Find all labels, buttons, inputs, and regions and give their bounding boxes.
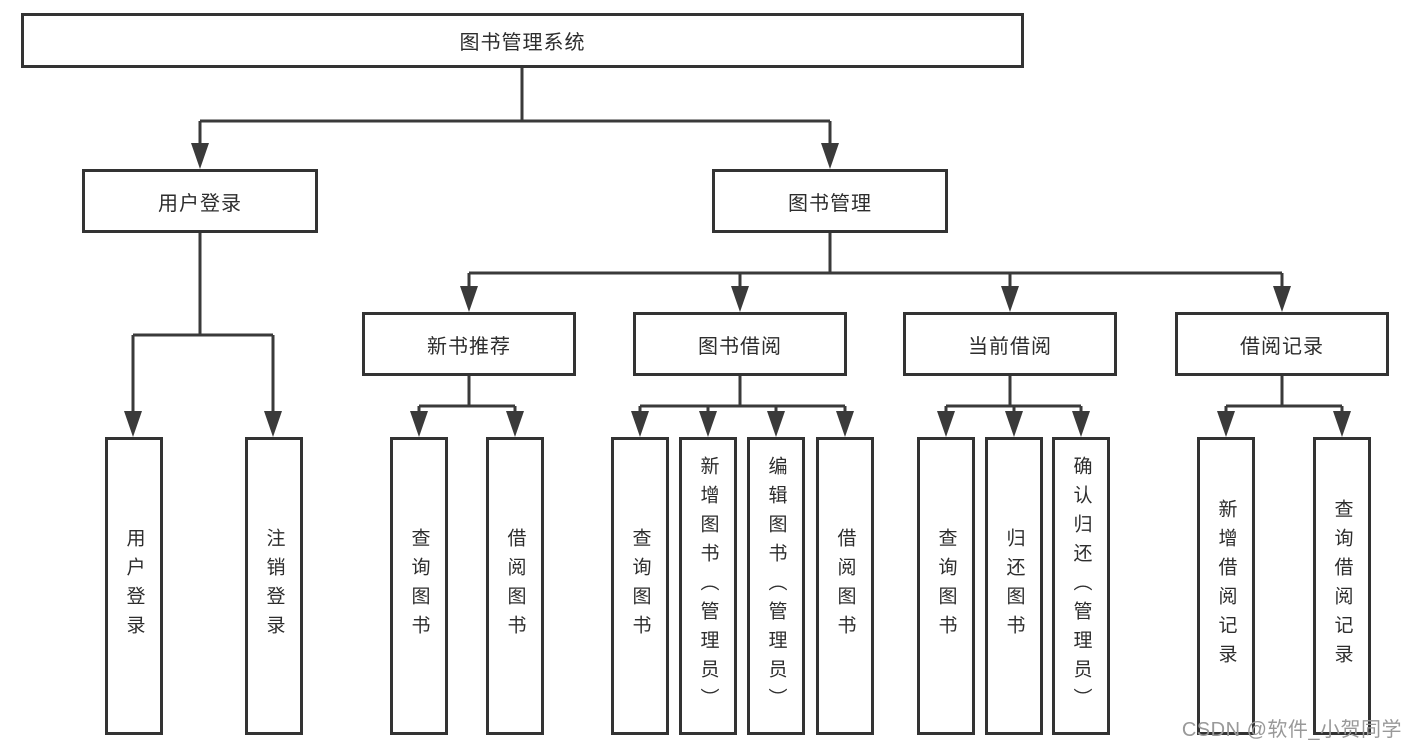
leaf-query-book-recommend: 查询图书: [390, 437, 448, 735]
leaf-borrow-book-label: 借阅图书: [834, 528, 856, 644]
node-book-management: 图书管理: [712, 169, 948, 233]
leaf-confirm-return-admin: 确认归还（管理员）: [1052, 437, 1110, 735]
leaf-borrow-book-recommend-label: 借阅图书: [504, 528, 526, 644]
leaf-edit-book-admin: 编辑图书（管理员）: [747, 437, 805, 735]
leaf-logout-label: 注销登录: [263, 528, 285, 644]
leaf-user-login-label: 用户登录: [123, 528, 145, 644]
node-borrow-records: 借阅记录: [1175, 312, 1389, 376]
leaf-query-book-current-label: 查询图书: [935, 528, 957, 644]
leaf-user-login: 用户登录: [105, 437, 163, 735]
node-current-borrow: 当前借阅: [903, 312, 1117, 376]
leaf-confirm-return-admin-label: 确认归还（管理员）: [1070, 455, 1092, 717]
node-book-borrow-label: 图书借阅: [698, 335, 782, 358]
leaf-logout: 注销登录: [245, 437, 303, 735]
node-user-login-label: 用户登录: [158, 192, 242, 215]
leaf-query-borrow-record: 查询借阅记录: [1313, 437, 1371, 735]
node-borrow-records-label: 借阅记录: [1240, 335, 1324, 358]
leaf-edit-book-admin-label: 编辑图书（管理员）: [765, 455, 787, 717]
node-book-management-label: 图书管理: [788, 192, 872, 215]
arrowheads: [124, 143, 1351, 437]
leaf-query-book-borrow-label: 查询图书: [629, 528, 651, 644]
node-new-book-recommend-label: 新书推荐: [427, 335, 511, 358]
leaf-add-book-admin-label: 新增图书（管理员）: [697, 455, 719, 717]
csdn-watermark: CSDN @软件_小贺同学: [1181, 719, 1402, 741]
leaf-borrow-book: 借阅图书: [816, 437, 874, 735]
leaf-query-book-recommend-label: 查询图书: [408, 528, 430, 644]
node-user-login: 用户登录: [82, 169, 318, 233]
node-root-label: 图书管理系统: [459, 32, 586, 54]
leaf-return-book-label: 归还图书: [1003, 528, 1025, 644]
leaf-query-borrow-record-label: 查询借阅记录: [1331, 499, 1353, 673]
leaf-query-book-current: 查询图书: [917, 437, 975, 735]
leaf-add-book-admin: 新增图书（管理员）: [679, 437, 737, 735]
node-root-system: 图书管理系统: [21, 13, 1024, 68]
node-book-borrow: 图书借阅: [633, 312, 847, 376]
node-current-borrow-label: 当前借阅: [968, 335, 1052, 358]
leaf-add-borrow-record-label: 新增借阅记录: [1215, 499, 1237, 673]
connector-segments: [131, 68, 1344, 420]
leaf-return-book: 归还图书: [985, 437, 1043, 735]
node-new-book-recommend: 新书推荐: [362, 312, 576, 376]
leaf-borrow-book-recommend: 借阅图书: [486, 437, 544, 735]
leaf-query-book-borrow: 查询图书: [611, 437, 669, 735]
leaf-add-borrow-record: 新增借阅记录: [1197, 437, 1255, 735]
